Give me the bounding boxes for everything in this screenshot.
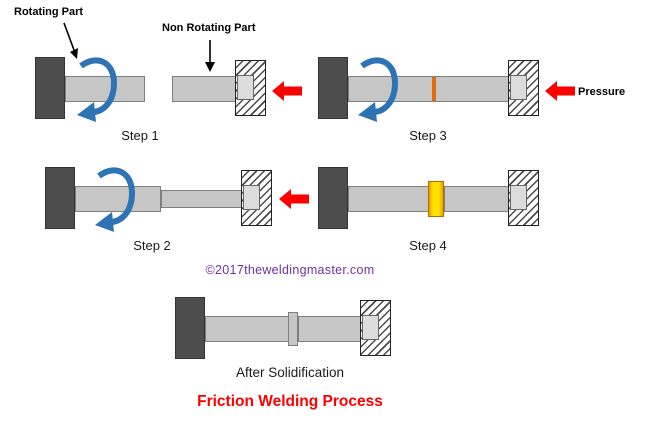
rotation-arrow-icon xyxy=(77,57,118,122)
rotating-chuck xyxy=(318,167,348,229)
fixed-clamp xyxy=(235,60,266,116)
step4-label: Step 4 xyxy=(409,238,447,253)
non-rotating-part-pointer-icon xyxy=(205,40,215,72)
rod-end-in-clamp xyxy=(243,185,260,210)
rotating-part-pointer-icon xyxy=(63,22,78,59)
step3-label: Step 3 xyxy=(409,128,447,143)
rotating-rod xyxy=(75,186,161,212)
heated-weld-zone xyxy=(428,181,444,217)
after-solidification-label: After Solidification xyxy=(235,365,345,380)
step3-assembly xyxy=(318,57,539,122)
rod-end-in-clamp xyxy=(237,75,254,100)
rotating-chuck xyxy=(35,57,65,119)
fixed-clamp xyxy=(508,170,539,226)
chuck xyxy=(175,297,205,359)
rod-end-in-clamp xyxy=(362,315,379,340)
diagram-title: Friction Welding Process xyxy=(197,393,383,410)
pressure-arrow-icon xyxy=(545,81,575,101)
fixed-clamp xyxy=(241,170,272,226)
rotating-rod xyxy=(348,186,430,212)
rod-end-in-clamp xyxy=(510,185,527,210)
solidified-weld-joint xyxy=(288,312,298,346)
step1-assembly xyxy=(35,57,267,122)
step4-assembly xyxy=(318,167,539,231)
friction-heat-line xyxy=(432,77,436,101)
rotating-part-label: Rotating Part xyxy=(14,6,84,18)
force-arrow-icon xyxy=(272,81,302,101)
step2-label: Step 2 xyxy=(133,238,171,253)
rotation-arrow-icon xyxy=(358,57,399,122)
non-rotating-part-label: Non Rotating Part xyxy=(162,22,256,34)
welded-rod-left xyxy=(205,316,290,342)
force-arrow-icon xyxy=(279,189,309,209)
fixed-clamp xyxy=(360,300,391,356)
step2-assembly xyxy=(45,167,272,232)
copyright-text: ©2017theweldingmaster.com xyxy=(205,263,375,277)
after-solidification-assembly xyxy=(175,297,391,361)
fixed-clamp xyxy=(508,60,539,116)
step1-label: Step 1 xyxy=(121,128,159,143)
pressure-label: Pressure xyxy=(578,86,626,98)
rod-end-in-clamp xyxy=(510,75,527,100)
rotating-chuck xyxy=(318,57,348,119)
rotation-arrow-icon xyxy=(95,167,136,232)
rotating-chuck xyxy=(45,167,75,229)
joined-rod xyxy=(348,76,524,102)
rotating-rod xyxy=(65,76,145,102)
